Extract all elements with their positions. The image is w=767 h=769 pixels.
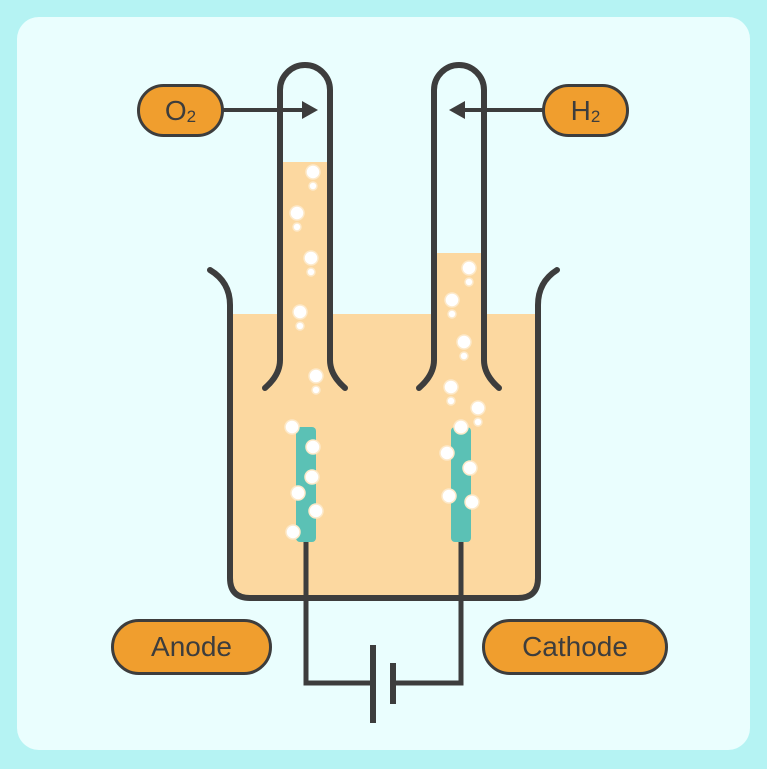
bubble bbox=[311, 385, 321, 395]
oxygen-arrow-head-icon bbox=[302, 101, 318, 119]
bubble bbox=[285, 524, 301, 540]
bubble bbox=[439, 445, 455, 461]
bubble bbox=[305, 439, 321, 455]
bubble bbox=[292, 304, 308, 320]
bubble bbox=[303, 250, 319, 266]
bubble bbox=[304, 469, 320, 485]
cathode-electrode bbox=[451, 427, 471, 542]
bubble bbox=[308, 368, 324, 384]
beaker-liquid bbox=[230, 314, 538, 598]
bubble bbox=[284, 419, 300, 435]
bubble bbox=[308, 503, 324, 519]
cathode-label: Cathode bbox=[482, 619, 668, 675]
bubble bbox=[453, 419, 469, 435]
bubble bbox=[461, 260, 477, 276]
bubble bbox=[464, 277, 474, 287]
bubble bbox=[444, 292, 460, 308]
hydrogen-label-text: H bbox=[570, 94, 591, 126]
bubble bbox=[462, 460, 478, 476]
circuit-wire bbox=[303, 540, 464, 686]
bubble bbox=[446, 396, 456, 406]
oxygen-tube-liquid bbox=[280, 162, 330, 388]
hydrogen-label-subscript: 2 bbox=[590, 106, 601, 126]
bubbles bbox=[284, 164, 486, 540]
bubble bbox=[308, 181, 318, 191]
bubble bbox=[290, 485, 306, 501]
oxygen-test-tube bbox=[262, 62, 348, 391]
hydrogen-test-tube bbox=[416, 62, 502, 391]
bubble bbox=[305, 164, 321, 180]
bubble bbox=[459, 351, 469, 361]
hydrogen-tube-liquid bbox=[434, 253, 484, 388]
oxygen-label-text: O bbox=[164, 94, 187, 126]
bubble bbox=[289, 205, 305, 221]
oxygen-label-subscript: 2 bbox=[186, 106, 197, 126]
beaker bbox=[207, 267, 560, 601]
bubble bbox=[441, 488, 457, 504]
bubble bbox=[306, 267, 316, 277]
bubble bbox=[292, 222, 302, 232]
bubble bbox=[443, 379, 459, 395]
bubble bbox=[447, 309, 457, 319]
anode-label: Anode bbox=[111, 619, 272, 675]
bubble bbox=[470, 400, 486, 416]
bubble bbox=[456, 334, 472, 350]
bubble bbox=[464, 494, 480, 510]
bubble bbox=[295, 321, 305, 331]
hydrogen-arrow-head-icon bbox=[449, 101, 465, 119]
bubble bbox=[473, 417, 483, 427]
